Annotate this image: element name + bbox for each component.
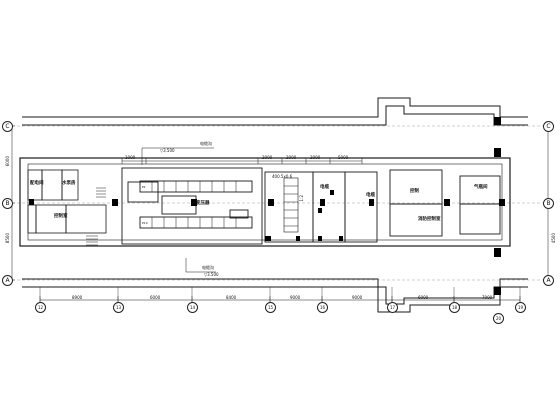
room-left-6: [27, 204, 37, 234]
room-label-9: 气瓶间: [474, 185, 488, 190]
axis-bubble-row-b-right: B: [543, 198, 554, 209]
axis-bubble-col-18: 18: [449, 302, 460, 313]
panel-dividers: [151, 181, 237, 228]
structural-columns: [29, 117, 505, 295]
left-dim-1: 6000: [5, 156, 10, 167]
bottom-dim-3: 8400: [226, 295, 237, 300]
bottom-dim-5: 9000: [352, 295, 363, 300]
transformer-box-3: [229, 209, 249, 219]
axis-bubble-col-16: 16: [317, 302, 328, 313]
cable-ladder-rungs: [284, 185, 298, 227]
axis-bubble-col-13: 13: [113, 302, 124, 313]
axis-bubble-col-20: 20: [493, 313, 504, 324]
room-mid-2: [312, 171, 346, 243]
room-right-3: [459, 175, 501, 205]
bottom-note-text: 电缆沟: [202, 265, 214, 270]
transformer-box-1: [127, 181, 159, 203]
outer-wall-top: [22, 97, 528, 118]
top-dim-5: 5000: [338, 155, 349, 160]
top-level-text: ▽3.500: [160, 148, 175, 153]
room-left-4: [35, 204, 67, 234]
axis-bubble-col-14: 14: [187, 302, 198, 313]
top-note-text: 电缆沟: [200, 141, 212, 146]
axis-bubble-col-15: 15: [265, 302, 276, 313]
room-label-2: 水泵房: [62, 181, 76, 186]
outer-wall-top-inner: [22, 105, 528, 126]
room-mid-1: [264, 171, 314, 243]
axis-bubble-row-c-right: C: [543, 121, 554, 132]
right-dim-1: 4500: [551, 233, 556, 244]
bottom-dim-7: 7000: [482, 295, 493, 300]
axis-bubble-row-a-right: A: [543, 275, 554, 286]
mid-note-text: 400.5x0.6: [272, 174, 293, 179]
panel-row-top: [139, 180, 253, 193]
bottom-dim-6: 6000: [418, 295, 429, 300]
bottom-note-leader: [185, 258, 216, 273]
equipment-area-outline: [19, 157, 511, 247]
room-label-8: 消防控制室: [418, 217, 441, 222]
left-dim-2: 8500: [5, 233, 10, 244]
transformer-box-2: [161, 195, 197, 215]
room-label-7: 控制: [410, 189, 419, 194]
room-left-5: [65, 204, 107, 234]
bottom-dimension-line: [39, 296, 521, 304]
panel-row-bottom: [139, 216, 253, 229]
axis-bubble-row-b-left: B: [2, 198, 13, 209]
top-dim-3: 2000: [286, 155, 297, 160]
top-dim-1: 1000: [125, 155, 136, 160]
bottom-dim-2: 6000: [150, 295, 161, 300]
axis-bubble-col-19: 19: [515, 302, 526, 313]
room-label-3: 控制室: [54, 214, 68, 219]
mid-level-text: 1:2: [299, 195, 304, 202]
room-label-1: 配电间: [30, 181, 44, 186]
panel-label-bottom: P10: [142, 221, 148, 225]
top-dim-4: 2000: [310, 155, 321, 160]
axis-bubble-row-c-left: C: [2, 121, 13, 132]
axis-bubble-col-17: 17: [387, 302, 398, 313]
column-axis-ticks: [39, 287, 521, 306]
room-mid-3: [344, 171, 378, 243]
bottom-level-text: ▽3.500: [204, 272, 219, 277]
stair-hatching: [86, 187, 106, 246]
top-note-leader: [141, 147, 214, 165]
room-right-1: [389, 169, 443, 205]
bottom-dim-4: 9000: [290, 295, 301, 300]
switchgear-room: [121, 167, 263, 245]
room-left-3: [61, 169, 79, 201]
panel-label-top: P1: [142, 185, 146, 189]
room-label-5: 电缆: [320, 185, 329, 190]
cable-ladder: [283, 177, 299, 233]
room-right-2: [389, 203, 443, 237]
room-label-4: 变压器: [196, 201, 210, 206]
axis-bubble-row-a-left: A: [2, 275, 13, 286]
room-label-6: 电缆: [366, 193, 375, 198]
bottom-dim-1: 8900: [72, 295, 83, 300]
room-left-2: [41, 169, 63, 201]
outer-wall-bottom-inner: [22, 278, 528, 313]
room-right-4: [459, 203, 501, 235]
top-dimension-line: [121, 158, 363, 164]
axis-bubble-col-12: 12: [35, 302, 46, 313]
top-dim-2: 2000: [262, 155, 273, 160]
